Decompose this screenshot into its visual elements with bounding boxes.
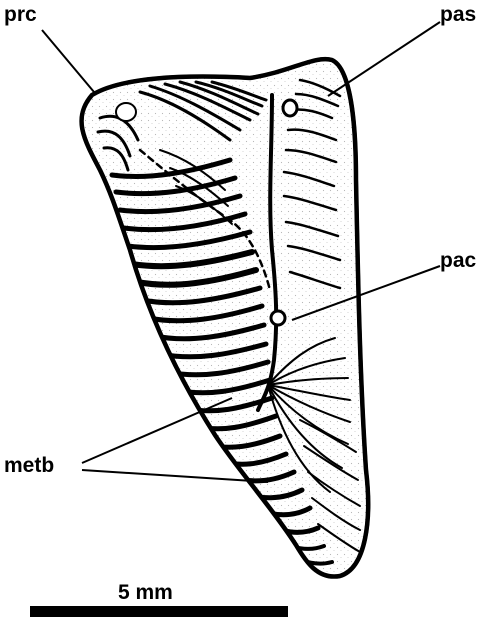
prc-cusp — [116, 103, 136, 121]
pac-cusp — [271, 311, 285, 325]
leader-prc — [42, 30, 94, 92]
label-pas: pas — [440, 4, 476, 25]
label-metb: metb — [4, 455, 54, 476]
pas-cusp — [283, 100, 297, 116]
scale-bar — [30, 606, 288, 617]
scale-bar-label: 5 mm — [118, 582, 173, 603]
label-prc: prc — [4, 4, 37, 25]
leader-pas — [328, 22, 440, 96]
leader-metb-1 — [82, 398, 232, 463]
label-pac: pac — [440, 250, 476, 271]
